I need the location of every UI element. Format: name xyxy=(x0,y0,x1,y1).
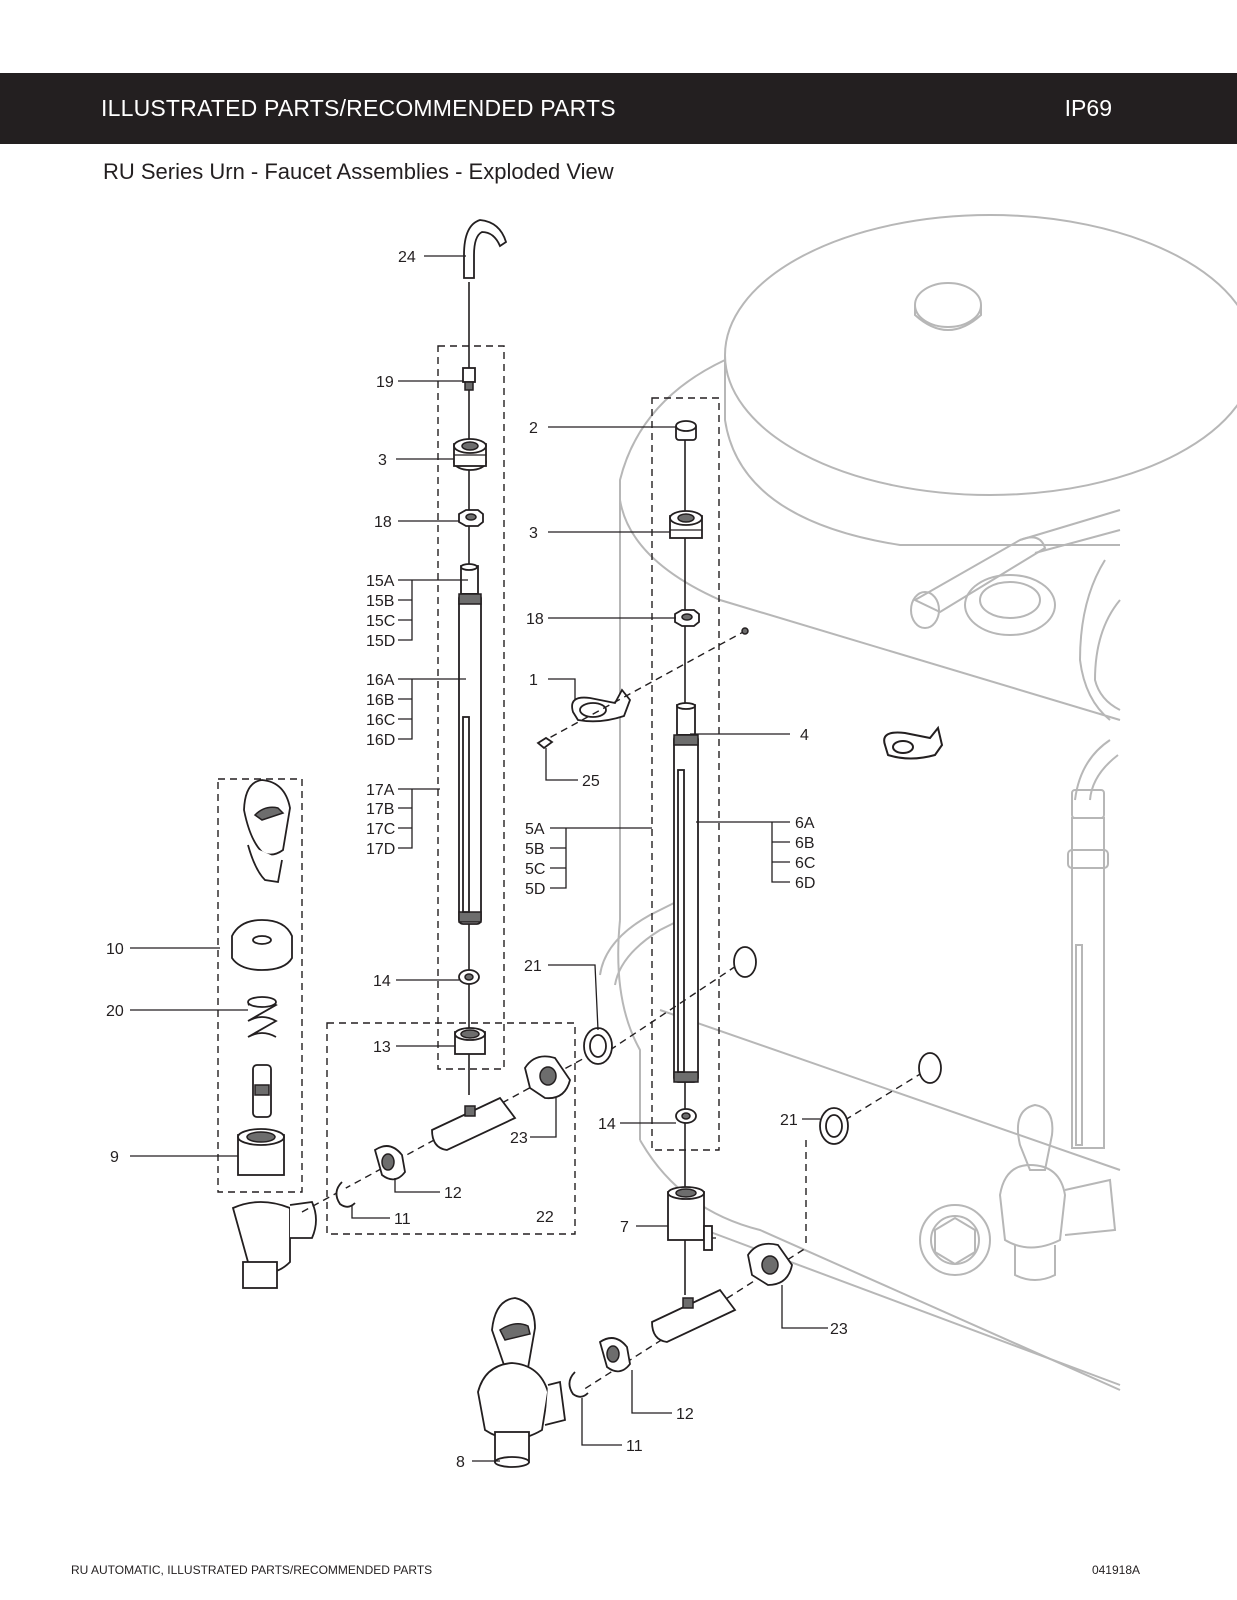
callout-16b: 16B xyxy=(366,692,394,709)
page-header-title: ILLUSTRATED PARTS/RECOMMENDED PARTS xyxy=(101,95,616,121)
callout-20: 20 xyxy=(106,1003,124,1020)
callout-labels: 24 19 3 18 15A 15B 15C 15D 16A 16B 16C 1… xyxy=(106,249,848,1471)
callout-17d: 17D xyxy=(366,841,395,858)
callout-6c: 6C xyxy=(795,855,815,872)
callout-9: 9 xyxy=(110,1149,119,1166)
callout-3-right: 3 xyxy=(529,525,538,542)
callout-6a: 6A xyxy=(795,815,815,832)
callout-21-left: 21 xyxy=(524,958,542,975)
callout-18-left: 18 xyxy=(374,514,392,531)
callout-12-left: 12 xyxy=(444,1185,462,1202)
page-code: IP69 xyxy=(1064,95,1112,121)
callout-5b: 5B xyxy=(525,841,545,858)
callout-3-left: 3 xyxy=(378,452,387,469)
callout-23-left: 23 xyxy=(510,1130,528,1147)
callout-10: 10 xyxy=(106,941,124,958)
callout-12-right: 12 xyxy=(676,1406,694,1423)
callout-15d: 15D xyxy=(366,633,395,650)
callout-17a: 17A xyxy=(366,782,395,799)
bracket-and-screw xyxy=(536,627,749,750)
washers-and-lines xyxy=(574,946,942,1396)
callout-25: 25 xyxy=(582,773,600,790)
right-gauge-parts xyxy=(667,420,716,1295)
header-bar xyxy=(0,73,1237,144)
bottom-faucet-parts xyxy=(477,1242,793,1468)
page-subtitle: RU Series Urn - Faucet Assemblies - Expl… xyxy=(103,159,614,184)
left-gauge-parts xyxy=(453,219,508,1095)
faucet-internals-box xyxy=(217,778,303,1193)
faucet-shank-box xyxy=(326,1022,576,1235)
callout-18-right: 18 xyxy=(526,611,544,628)
callout-11-right: 11 xyxy=(626,1438,643,1455)
callout-22: 22 xyxy=(536,1209,554,1226)
faucet-shank-parts xyxy=(301,1054,591,1213)
footer-document-title: RU AUTOMATIC, ILLUSTRATED PARTS/RECOMMEN… xyxy=(71,1563,433,1577)
footer-document-code: 041918A xyxy=(1091,1563,1140,1577)
gauge-assembly-left-box xyxy=(437,345,505,1070)
callout-17c: 17C xyxy=(366,821,395,838)
callout-15c: 15C xyxy=(366,613,395,630)
callout-19: 19 xyxy=(376,374,394,391)
callout-1: 1 xyxy=(529,672,538,689)
callout-6b: 6B xyxy=(795,835,815,852)
callout-15b: 15B xyxy=(366,593,394,610)
callout-6d: 6D xyxy=(795,875,815,892)
callout-8: 8 xyxy=(456,1454,465,1471)
urn-body-outline xyxy=(599,214,1237,1391)
callout-5c: 5C xyxy=(525,861,545,878)
callout-13: 13 xyxy=(373,1039,391,1056)
callout-5d: 5D xyxy=(525,881,545,898)
faucet-internal-parts xyxy=(231,779,317,1289)
callout-14-left: 14 xyxy=(373,973,391,990)
callout-5a: 5A xyxy=(525,821,545,838)
callout-2: 2 xyxy=(529,420,538,437)
leader-lines xyxy=(130,255,828,1462)
callout-21-right: 21 xyxy=(780,1112,798,1129)
callout-23-right: 23 xyxy=(830,1321,848,1338)
callout-4: 4 xyxy=(800,727,809,744)
callout-11-left: 11 xyxy=(394,1211,411,1228)
callout-16d: 16D xyxy=(366,732,395,749)
callout-24: 24 xyxy=(398,249,416,266)
callout-17b: 17B xyxy=(366,801,394,818)
callout-15a: 15A xyxy=(366,573,395,590)
callout-16a: 16A xyxy=(366,672,395,689)
callout-7: 7 xyxy=(620,1219,629,1236)
callout-16c: 16C xyxy=(366,712,395,729)
callout-14-right: 14 xyxy=(598,1116,616,1133)
